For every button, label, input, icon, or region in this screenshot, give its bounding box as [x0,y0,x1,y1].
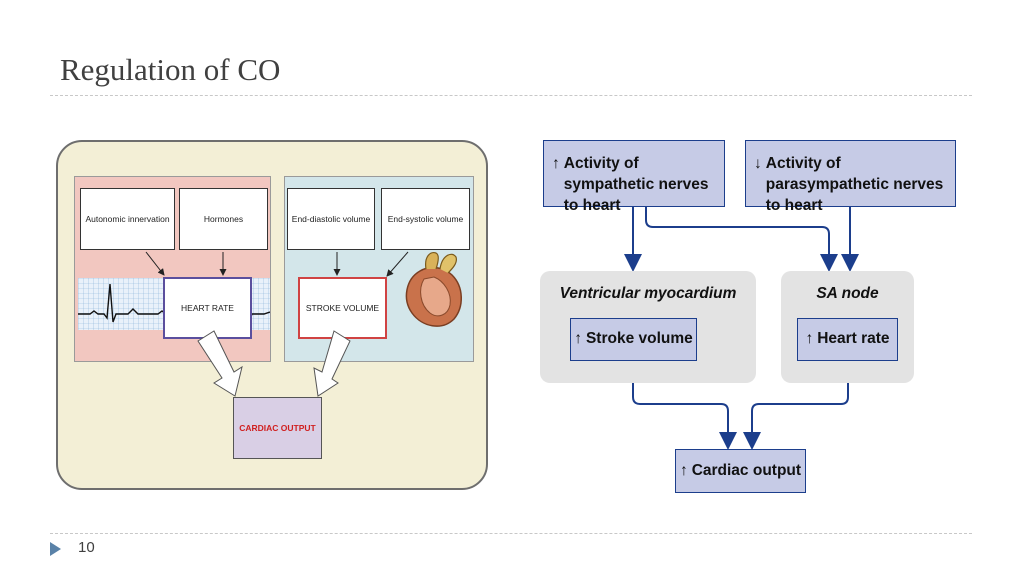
autonomic-innervation-box: Autonomic innervation [80,188,175,250]
sympathetic-to-sa-node-line [645,207,838,272]
stroke-volume-box: ↑ Stroke volume [570,318,697,361]
hormones-box: Hormones [179,188,268,250]
end-systolic-volume-box: End-systolic volume [381,188,470,250]
heart-rate-to-output-line [743,361,849,450]
heart-rate-box: HEART RATE [163,277,252,339]
end-diastolic-volume-box: End-diastolic volume [287,188,375,250]
cardiac-output-box: ↑ Cardiac output [675,449,806,493]
slide-title: Regulation of CO [60,52,281,87]
footer-divider [50,533,972,534]
sa-node-label: SA node [816,285,879,302]
play-triangle-icon [50,542,61,556]
ventricular-myocardium-label: Ventricular myocardium [559,285,737,302]
increase-arrow-icon: ↑ [805,330,814,348]
increase-arrow-icon: ↑ [552,155,560,172]
stroke-volume-to-output-line [632,361,737,450]
parasympathetic-activity-box: ↓ Activity of parasympathetic nerves to … [745,140,956,214]
title-divider [50,95,972,96]
parasympathetic-activity-label: Activity of parasympathetic nerves to he… [765,155,944,214]
left-arrows [145,251,409,397]
decrease-arrow-icon: ↓ [754,155,762,172]
cardiac-output-figure: Autonomic innervation Hormones End-diast… [56,140,488,490]
stroke-volume-label: Stroke volume [585,330,693,348]
heart-rate-box: ↑ Heart rate [797,318,898,361]
stroke-volume-box: STROKE VOLUME [298,277,387,339]
sympathetic-activity-label: Activity of sympathetic nerves to heart [563,155,709,214]
sympathetic-activity-box: ↑ Activity of sympathetic nerves to hear… [543,140,725,214]
increase-arrow-icon: ↑ [574,330,582,348]
cardiac-output-label: Cardiac output [691,461,802,479]
heart-rate-label: Heart rate [817,330,890,348]
cardiac-output-box: CARDIAC OUTPUT [233,397,322,459]
heart-illustration [405,252,462,327]
page-number: 10 [78,539,95,556]
increase-arrow-icon: ↑ [679,461,688,479]
